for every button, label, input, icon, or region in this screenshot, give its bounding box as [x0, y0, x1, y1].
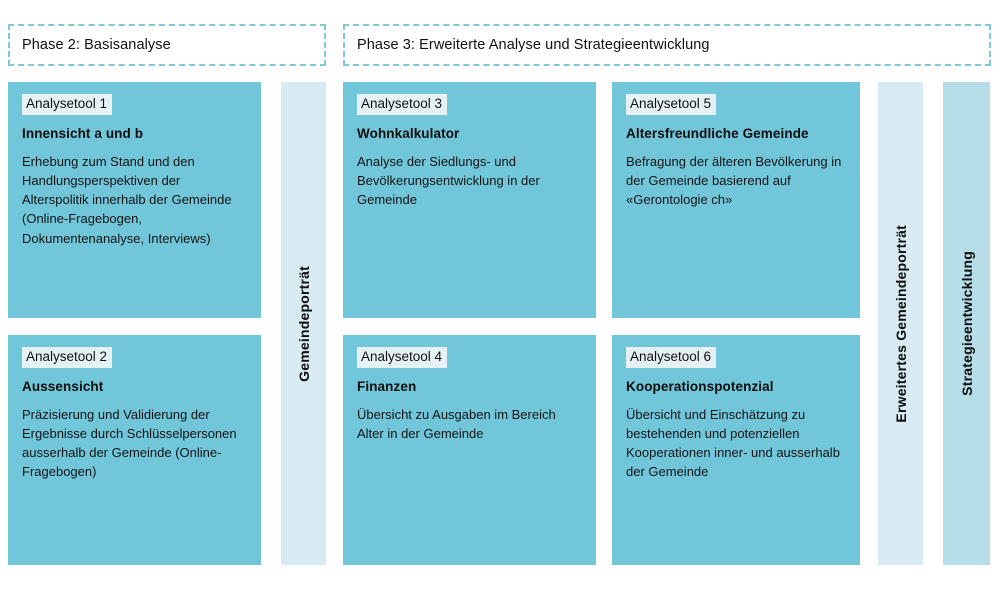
tool-card-analysetool-5: Analysetool 5 Altersfreundliche Gemeinde… — [612, 82, 860, 318]
tool-title: Finanzen — [357, 379, 417, 395]
tool-badge: Analysetool 1 — [22, 94, 113, 116]
column-label: Erweitertes Gemeindeporträt — [892, 224, 909, 423]
tool-description: Analyse der Siedlungs- und Bevölkerungse… — [357, 153, 540, 208]
tool-title: Altersfreundliche Gemeinde — [626, 126, 809, 142]
tool-title: Aussensicht — [22, 379, 104, 395]
tool-description: Befragung der älteren Bevölkerung in der… — [626, 153, 842, 208]
tool-card-analysetool-4: Analysetool 4 Finanzen Übersicht zu Ausg… — [343, 335, 596, 565]
tool-card-analysetool-6: Analysetool 6 Kooperationspotenzial Über… — [612, 335, 860, 565]
tool-badge: Analysetool 3 — [357, 94, 448, 116]
tool-description: Übersicht zu Ausgaben im Bereich Alter i… — [357, 406, 556, 441]
column-label: Strategieentwicklung — [958, 251, 975, 396]
tool-card-analysetool-3: Analysetool 3 Wohnkalkulator Analyse der… — [343, 82, 596, 318]
tool-card-analysetool-1: Analysetool 1 Innensicht a und b Erhebun… — [8, 82, 261, 318]
tool-title: Wohnkalkulator — [357, 126, 460, 142]
phase-header-label: Phase 3: Erweiterte Analyse und Strategi… — [357, 37, 710, 53]
tool-badge: Analysetool 6 — [626, 347, 717, 369]
tool-title: Innensicht a und b — [22, 126, 144, 142]
column-label: Gemeindeporträt — [295, 265, 312, 382]
tool-description: Präzisierung und Validierung der Ergebni… — [22, 406, 237, 480]
phase-header-phase2: Phase 2: Basisanalyse — [8, 24, 326, 66]
tool-badge: Analysetool 2 — [22, 347, 113, 369]
tool-card-analysetool-2: Analysetool 2 Aussensicht Präzisierung u… — [8, 335, 261, 565]
tool-title: Kooperationspotenzial — [626, 379, 774, 395]
tool-badge: Analysetool 4 — [357, 347, 448, 369]
column-strategieentwicklung: Strategieentwicklung — [943, 82, 990, 565]
tool-badge: Analysetool 5 — [626, 94, 717, 116]
phase-header-phase3: Phase 3: Erweiterte Analyse und Strategi… — [343, 24, 991, 66]
tool-description: Übersicht und Einschätzung zu bestehende… — [626, 406, 840, 480]
tool-description: Erhebung zum Stand und den Handlungspers… — [22, 153, 232, 246]
column-gemeindeportraet: Gemeindeporträt — [281, 82, 326, 565]
phase-header-label: Phase 2: Basisanalyse — [22, 37, 171, 53]
column-erweitertes-gemeindeportraet: Erweitertes Gemeindeporträt — [878, 82, 923, 565]
